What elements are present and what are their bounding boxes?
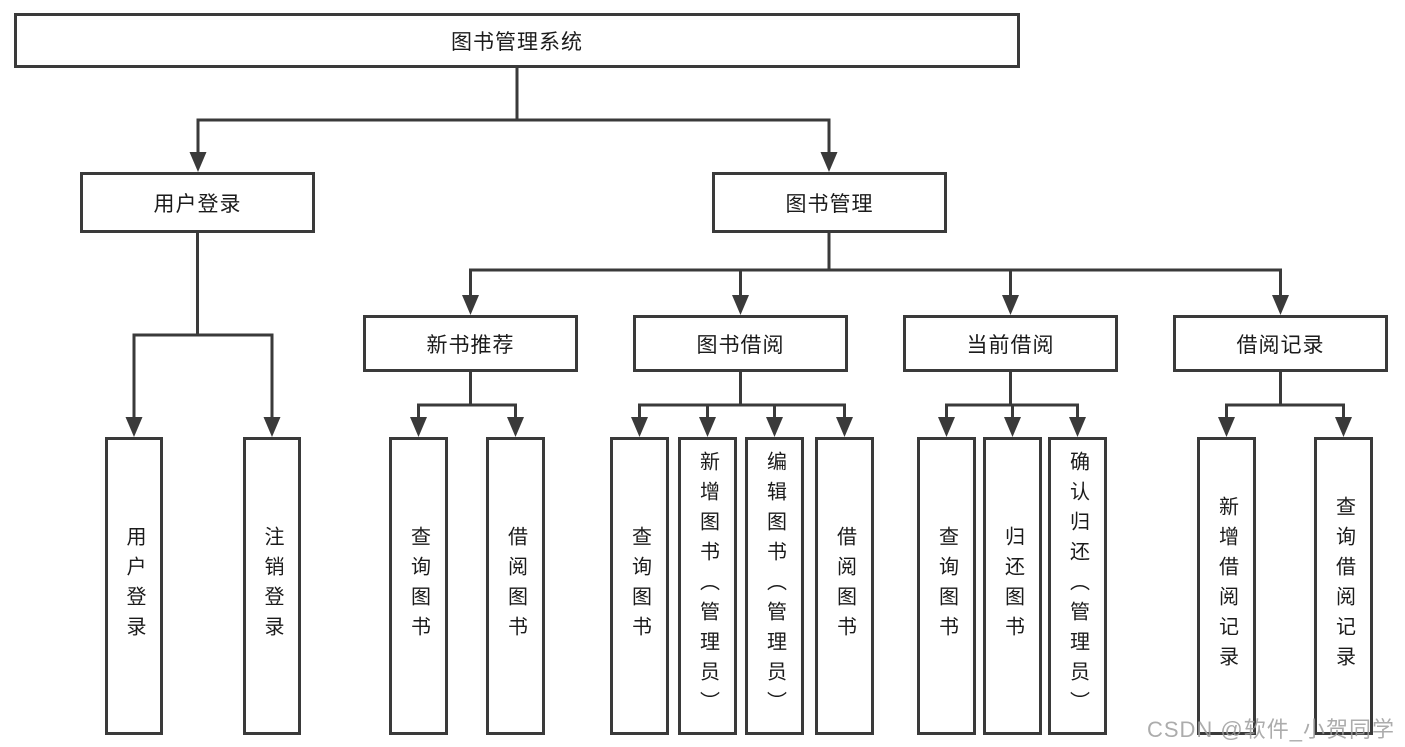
node-root-system: 图书管理系统 — [14, 13, 1020, 68]
node-user-login: 用户登录 — [80, 172, 315, 233]
leaf-add-borrow-record: 新增借阅记录 — [1197, 437, 1256, 735]
leaf-current-query-books-label: 查询图书 — [935, 526, 958, 646]
leaf-confirm-return-admin-label: 确认归还（管理员） — [1066, 451, 1089, 721]
node-current-borrow: 当前借阅 — [903, 315, 1118, 372]
leaf-user-login: 用户登录 — [105, 437, 163, 735]
arrowhead-icons — [125, 152, 1352, 437]
leaf-borrow-query-books: 查询图书 — [610, 437, 669, 735]
leaf-borrow-query-books-label: 查询图书 — [628, 526, 651, 646]
node-borrow-records: 借阅记录 — [1173, 315, 1388, 372]
leaf-return-books-label: 归还图书 — [1001, 526, 1024, 646]
leaf-borrow-books: 借阅图书 — [815, 437, 874, 735]
node-root-label: 图书管理系统 — [451, 30, 583, 54]
node-book-management-label: 图书管理 — [785, 192, 874, 216]
leaf-logout: 注销登录 — [243, 437, 301, 735]
leaf-user-login-label: 用户登录 — [123, 526, 145, 646]
leaf-confirm-return-admin: 确认归还（管理员） — [1048, 437, 1107, 735]
leaf-borrow-books-label: 借阅图书 — [833, 526, 856, 646]
node-user-login-label: 用户登录 — [153, 192, 242, 216]
leaf-recommend-borrow-books: 借阅图书 — [486, 437, 545, 735]
node-new-book-recommend-label: 新书推荐 — [426, 333, 515, 357]
node-current-borrow-label: 当前借阅 — [966, 333, 1055, 357]
csdn-watermark: CSDN @软件_小贺同学 — [1146, 717, 1395, 742]
leaf-add-book-admin: 新增图书（管理员） — [678, 437, 737, 735]
leaf-edit-book-admin-label: 编辑图书（管理员） — [763, 451, 786, 721]
leaf-edit-book-admin: 编辑图书（管理员） — [745, 437, 804, 735]
leaf-add-borrow-record-label: 新增借阅记录 — [1215, 496, 1238, 676]
leaf-add-book-admin-label: 新增图书（管理员） — [696, 451, 719, 721]
leaf-recommend-borrow-books-label: 借阅图书 — [504, 526, 527, 646]
node-book-management: 图书管理 — [712, 172, 947, 233]
node-book-borrow: 图书借阅 — [633, 315, 848, 372]
leaf-query-borrow-record-label: 查询借阅记录 — [1332, 496, 1355, 676]
leaf-logout-label: 注销登录 — [261, 526, 283, 646]
leaf-recommend-query-books-label: 查询图书 — [407, 526, 430, 646]
leaf-query-borrow-record: 查询借阅记录 — [1314, 437, 1373, 735]
leaf-recommend-query-books: 查询图书 — [389, 437, 448, 735]
node-borrow-records-label: 借阅记录 — [1236, 333, 1325, 357]
leaf-return-books: 归还图书 — [983, 437, 1042, 735]
node-book-borrow-label: 图书借阅 — [696, 333, 785, 357]
leaf-current-query-books: 查询图书 — [917, 437, 976, 735]
node-new-book-recommend: 新书推荐 — [363, 315, 578, 372]
